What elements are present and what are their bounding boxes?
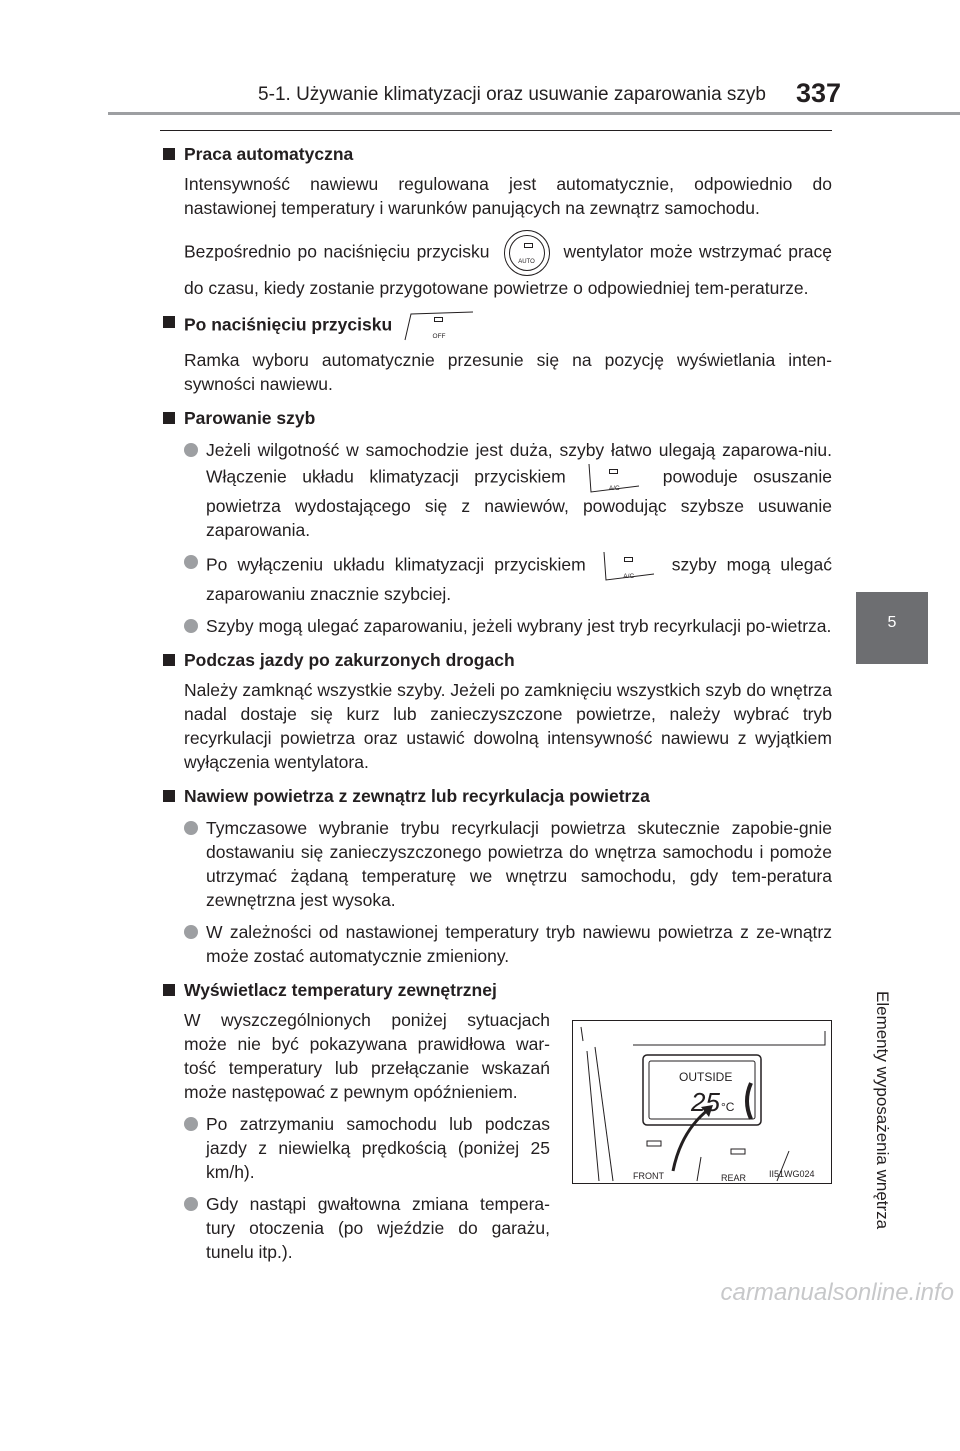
rear-label: REAR xyxy=(721,1173,747,1183)
outside-temperature-figure: OUTSIDE 25 °C FRONT REAR II51WG024 xyxy=(572,1020,832,1184)
content-rule xyxy=(160,130,832,131)
display-unit: °C xyxy=(721,1100,735,1114)
section-heading: Nawiew powietrza z zewnątrz lub recyrkul… xyxy=(162,784,832,808)
dashboard-illustration: OUTSIDE 25 °C FRONT REAR II51WG024 xyxy=(580,1026,826,1183)
list-item: Gdy nastąpi gwałtowna zmiana tempera-tur… xyxy=(184,1192,550,1264)
bullet-icon xyxy=(184,925,198,939)
paragraph: W wyszczególnionych poniżej sytuacjach m… xyxy=(184,1010,550,1102)
bullet-icon xyxy=(184,619,198,633)
square-bullet-icon xyxy=(163,148,175,160)
chapter-tab: 5 xyxy=(856,592,928,664)
square-bullet-icon xyxy=(163,790,175,802)
image-code: II51WG024 xyxy=(769,1169,815,1179)
bullet-icon xyxy=(184,555,198,569)
watermark: carmanualsonline.info xyxy=(720,1279,954,1306)
bullet-icon xyxy=(184,1117,198,1131)
page-number: 337 xyxy=(796,78,842,108)
list-item: Jeżeli wilgotność w samochodzie jest duż… xyxy=(184,438,832,542)
bullet-icon xyxy=(184,1197,198,1211)
section-off: Po naciśnięciu przycisku OFF Ramka wybor… xyxy=(162,310,832,396)
bullet-icon xyxy=(184,821,198,835)
two-column: W wyszczególnionych poniżej sytuacjach m… xyxy=(184,1002,832,1264)
front-label: FRONT xyxy=(633,1171,664,1181)
off-button-icon: OFF xyxy=(403,310,475,342)
section-dust: Podczas jazdy po zakurzonych drogach Nal… xyxy=(162,648,832,774)
section-heading: Wyświetlacz temperatury zewnętrznej xyxy=(162,978,832,1002)
column-text: W wyszczególnionych poniżej sytuacjach m… xyxy=(184,1002,550,1264)
list-item: Szyby mogą ulegać zaparowaniu, jeżeli wy… xyxy=(184,614,832,638)
section-fog: Parowanie szyb Jeżeli wilgotność w samoc… xyxy=(162,406,832,638)
header-rule xyxy=(108,112,960,115)
paragraph: Intensywność nawiewu regulowana jest aut… xyxy=(184,174,832,218)
section-auto: Praca automatyczna Intensywność nawiewu … xyxy=(162,142,832,300)
section-heading: Po naciśnięciu przycisku OFF xyxy=(162,310,832,342)
list-item: Po wyłączeniu układu klimatyzacji przyci… xyxy=(184,550,832,606)
section-recirc: Nawiew powietrza z zewnątrz lub recyrkul… xyxy=(162,784,832,968)
paragraph: Należy zamknąć wszystkie szyby. Jeżeli p… xyxy=(184,680,832,772)
display-label: OUTSIDE xyxy=(679,1070,732,1084)
square-bullet-icon xyxy=(163,654,175,666)
square-bullet-icon xyxy=(163,412,175,424)
ac-button-icon: A/C xyxy=(587,462,641,494)
header-title: 5-1. Używanie klimatyzacji oraz usuwanie… xyxy=(258,84,766,105)
chapter-label: Elementy wyposażenia wnętrza xyxy=(873,991,892,1230)
list-item: Po zatrzymaniu samochodu lub podczas jaz… xyxy=(184,1112,550,1184)
ac-button-icon: A/C xyxy=(602,550,656,582)
section-outside: Wyświetlacz temperatury zewnętrznej W wy… xyxy=(162,978,832,1264)
square-bullet-icon xyxy=(163,984,175,996)
list-item: Tymczasowe wybranie trybu recyrkulacji p… xyxy=(184,816,832,912)
square-bullet-icon xyxy=(163,316,175,328)
page-content: Praca automatyczna Intensywność nawiewu … xyxy=(162,142,832,1274)
list-item: W zależności od nastawionej temperatury … xyxy=(184,920,832,968)
chapter-number: 5 xyxy=(887,614,897,631)
auto-button-icon: AUTO xyxy=(503,230,550,276)
bullet-icon xyxy=(184,443,198,457)
section-heading: Praca automatyczna xyxy=(162,142,832,166)
section-heading: Parowanie szyb xyxy=(162,406,832,430)
paragraph: Ramka wyboru automatycznie przesunie się… xyxy=(184,350,832,394)
section-heading: Podczas jazdy po zakurzonych drogach xyxy=(162,648,832,672)
